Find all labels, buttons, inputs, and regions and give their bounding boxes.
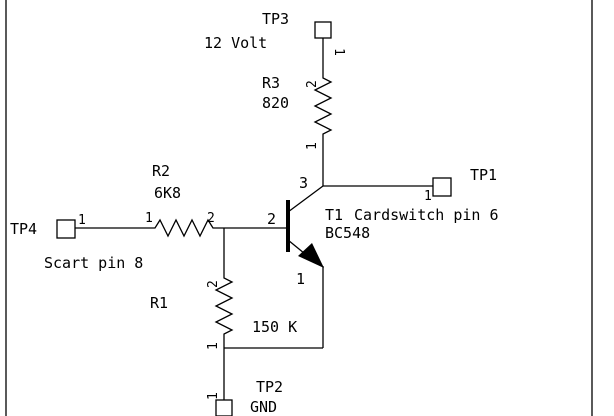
r1-ref: R1 bbox=[150, 294, 168, 312]
tp1-test-point: TP1 1 bbox=[424, 166, 497, 204]
tp3-label: TP3 bbox=[262, 10, 289, 28]
t1-pin-base: 2 bbox=[267, 210, 276, 228]
tp1-pin-number: 1 bbox=[424, 189, 432, 204]
t1-pin-emitter: 1 bbox=[296, 270, 305, 288]
tp4-pin-number: 1 bbox=[78, 213, 86, 228]
t1-transistor: T1 BC548 3 2 1 bbox=[267, 174, 370, 348]
r2-body bbox=[148, 218, 222, 238]
tp4-label: TP4 bbox=[10, 220, 37, 238]
tp2-pad bbox=[215, 399, 233, 416]
r1-resistor: R1 150 K 2 1 bbox=[150, 272, 297, 350]
r2-ref: R2 bbox=[152, 162, 170, 180]
r1-value: 150 K bbox=[252, 318, 297, 336]
r3-body bbox=[313, 68, 333, 150]
tp4-test-point: TP4 1 bbox=[10, 213, 86, 239]
r2-pin-right: 2 bbox=[207, 211, 215, 226]
tp3-pin-number: 1 bbox=[331, 48, 346, 56]
tp2-label: TP2 bbox=[256, 378, 283, 396]
cardswitch-net-label: Cardswitch pin 6 bbox=[354, 206, 499, 224]
r1-pin-bottom: 1 bbox=[206, 342, 221, 350]
scart-net-label: Scart pin 8 bbox=[44, 254, 143, 272]
r2-pin-left: 1 bbox=[145, 211, 153, 226]
tp4-pad bbox=[56, 219, 76, 239]
r2-value: 6K8 bbox=[154, 184, 181, 202]
ground-net-label: GND bbox=[250, 398, 277, 416]
tp1-pad bbox=[432, 177, 452, 197]
r1-body bbox=[214, 272, 234, 340]
tp2-test-point: TP2 1 bbox=[206, 378, 283, 416]
r3-ref: R3 bbox=[262, 74, 280, 92]
t1-emitter-arrow-icon bbox=[298, 243, 324, 268]
tp2-pin-number: 1 bbox=[206, 392, 221, 400]
t1-value: BC548 bbox=[325, 224, 370, 242]
r3-resistor: R3 820 2 1 bbox=[262, 68, 333, 150]
t1-ref: T1 bbox=[325, 206, 343, 224]
tp1-label: TP1 bbox=[470, 166, 497, 184]
r3-pin-bottom: 1 bbox=[305, 142, 320, 150]
tp3-test-point: TP3 1 bbox=[262, 10, 346, 68]
r3-value: 820 bbox=[262, 94, 289, 112]
t1-collector-lead bbox=[287, 185, 324, 213]
r3-pin-top: 2 bbox=[305, 80, 320, 88]
t1-pin-collector: 3 bbox=[299, 174, 308, 192]
r1-pin-top: 2 bbox=[206, 280, 221, 288]
r2-resistor: R2 6K8 1 2 bbox=[145, 162, 222, 238]
tp3-pad bbox=[314, 21, 332, 39]
supply-net-label: 12 Volt bbox=[204, 34, 267, 52]
